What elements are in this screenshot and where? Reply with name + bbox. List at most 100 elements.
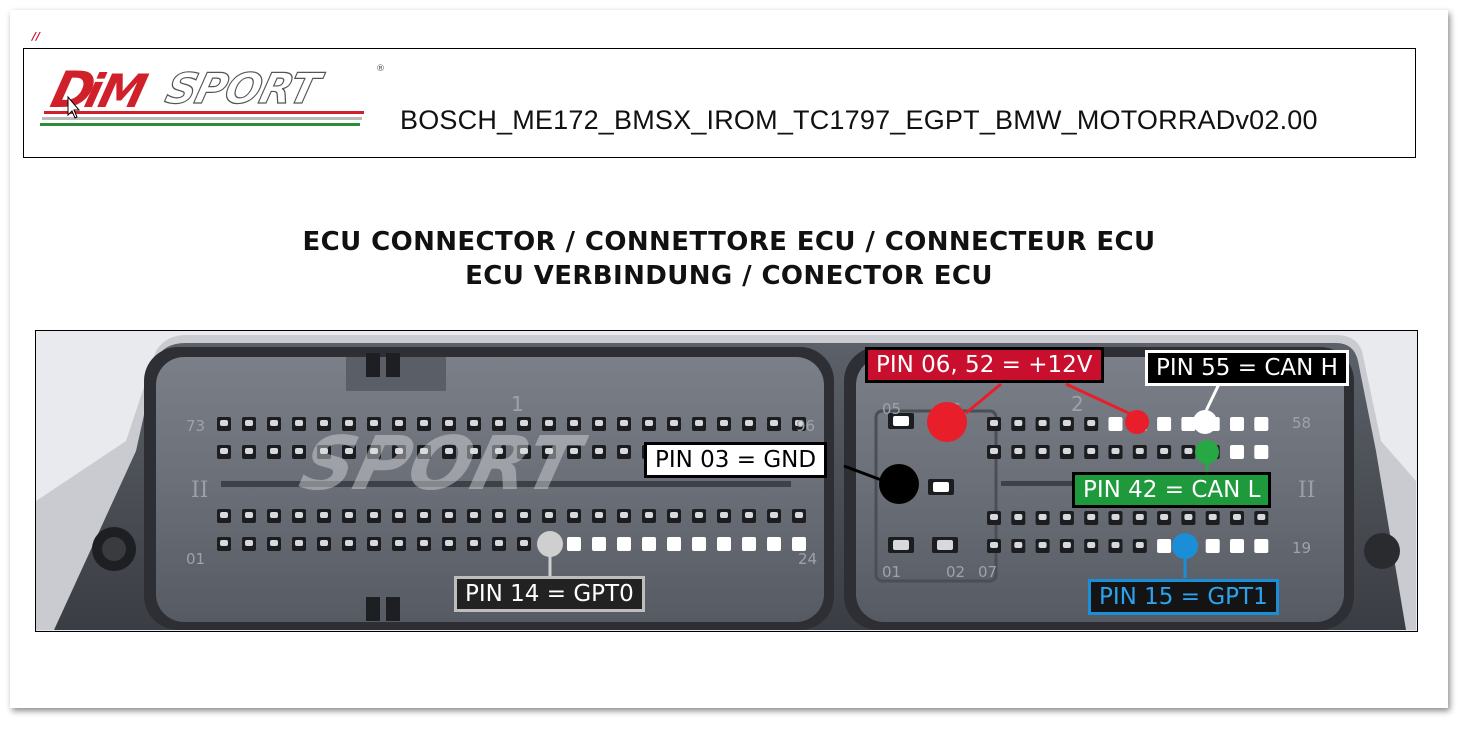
connector-pin	[1014, 420, 1023, 426]
label-pin-03: PIN 03 = GND	[644, 442, 828, 478]
connector-pin	[470, 540, 478, 546]
connector-pin	[270, 448, 278, 454]
block1-number: 1	[511, 392, 524, 416]
marker-pin-42	[1195, 440, 1219, 464]
connector-pin	[245, 420, 253, 426]
connector-pin	[245, 512, 253, 518]
connector-pin	[1254, 539, 1269, 553]
connector-pin	[370, 420, 378, 426]
connector-pin	[445, 420, 453, 426]
document-header: D iM SPORT ® BOSCH_ME172_BMSX_IROM_TC179…	[23, 48, 1416, 158]
dimsport-logo: D iM SPORT ®	[40, 61, 385, 126]
connector-pin	[1111, 542, 1120, 548]
connector-pin	[1181, 417, 1196, 431]
connector-pin	[717, 537, 731, 551]
connector-pin	[1135, 514, 1144, 520]
heading-line-1: ECU CONNECTOR / CONNETTORE ECU / CONNECT…	[302, 227, 1156, 257]
marker-pin-03	[879, 464, 919, 504]
connector-pin	[1160, 448, 1169, 454]
connector-pin	[270, 540, 278, 546]
marker-pin-55	[1193, 410, 1217, 434]
connector-pin	[570, 448, 578, 454]
pin-label-96: 96	[796, 417, 815, 435]
block2-number: 2	[1071, 392, 1084, 416]
connector-pin	[770, 420, 778, 426]
ecu-connector-photo: II II SPORT 1 2 73 96 01 24 05 06 01 02 …	[35, 330, 1418, 632]
connector-pin	[445, 540, 453, 546]
connector-pin	[695, 512, 703, 518]
pin-label-05: 05	[882, 400, 901, 418]
connector-pin	[570, 420, 578, 426]
connector-pin	[395, 420, 403, 426]
connector-pin	[617, 537, 631, 551]
connector-pin	[1233, 514, 1241, 520]
connector-pin	[495, 540, 503, 546]
connector-pin	[220, 512, 228, 518]
connector-pin	[567, 537, 581, 551]
mouse-cursor-icon	[67, 95, 81, 119]
connector-pin	[1257, 514, 1266, 520]
connector-pin	[792, 537, 806, 551]
connector-pin	[1014, 514, 1023, 520]
connector-pin	[520, 420, 528, 426]
connector-pin	[345, 448, 353, 454]
connector-pin	[595, 512, 603, 518]
pin-label-19: 19	[1292, 539, 1311, 557]
connector-pin	[320, 512, 328, 518]
connector-pin	[1135, 542, 1144, 548]
pin-markers	[537, 402, 1219, 559]
connector-pin	[770, 512, 778, 518]
connector-pin	[220, 540, 228, 546]
connector-pin	[767, 537, 781, 551]
label-pin-06-52: PIN 06, 52 = +12V	[865, 347, 1104, 383]
connector-pin	[345, 540, 353, 546]
connector-pin	[520, 448, 528, 454]
connector-pin	[893, 416, 909, 426]
connector-pin	[670, 420, 678, 426]
svg-text:II: II	[191, 478, 208, 503]
connector-pin	[370, 448, 378, 454]
connector-pin	[1230, 417, 1244, 431]
connector-pin	[692, 537, 706, 551]
marker-pin-14	[537, 531, 563, 557]
pin-label-02: 02	[946, 563, 965, 581]
connector-pin	[592, 537, 606, 551]
connector-pin	[745, 420, 753, 426]
connector-pin	[1230, 539, 1244, 553]
connector-pin	[1160, 514, 1169, 520]
pin-label-24: 24	[798, 550, 817, 568]
connector-pin	[295, 512, 303, 518]
connector-pin	[545, 512, 553, 518]
connector-pin	[545, 448, 553, 454]
connector-pin	[270, 512, 278, 518]
connector-pin	[1087, 448, 1096, 454]
connector-pin	[1230, 445, 1244, 459]
connector-pin	[1205, 539, 1220, 553]
marker-pin-52	[1125, 410, 1149, 434]
file-title: BOSCH_ME172_BMSX_IROM_TC1797_EGPT_BMW_MO…	[400, 105, 1318, 135]
connector-pin	[1108, 417, 1123, 431]
label-pin-14: PIN 14 = GPT0	[454, 576, 645, 612]
connector-pin	[1184, 514, 1193, 520]
connector-pin	[1087, 420, 1096, 426]
connector-pin	[1087, 542, 1096, 548]
pin-label-73: 73	[186, 417, 205, 435]
connector-illustration: II II SPORT 1 2 73 96 01 24 05 06 01 02 …	[36, 335, 1416, 630]
connector-pin	[395, 448, 403, 454]
heading-line-2: ECU VERBINDUNG / CONECTOR ECU	[465, 261, 993, 291]
connector-pin	[742, 537, 756, 551]
connector-pin	[1087, 514, 1096, 520]
connector-pin	[220, 420, 228, 426]
marker-pin-15	[1172, 533, 1198, 559]
pin-label-01-block1: 01	[186, 550, 205, 568]
connector-pin	[445, 512, 453, 518]
connector-pin	[295, 448, 303, 454]
connector-pin	[420, 512, 428, 518]
connector-pin	[1184, 448, 1193, 454]
pin-label-07: 07	[978, 563, 997, 581]
connector-pin	[1062, 448, 1071, 454]
pin-label-58: 58	[1292, 414, 1311, 432]
connector-pin	[720, 512, 728, 518]
connector-pin	[370, 512, 378, 518]
connector-pin	[745, 512, 753, 518]
